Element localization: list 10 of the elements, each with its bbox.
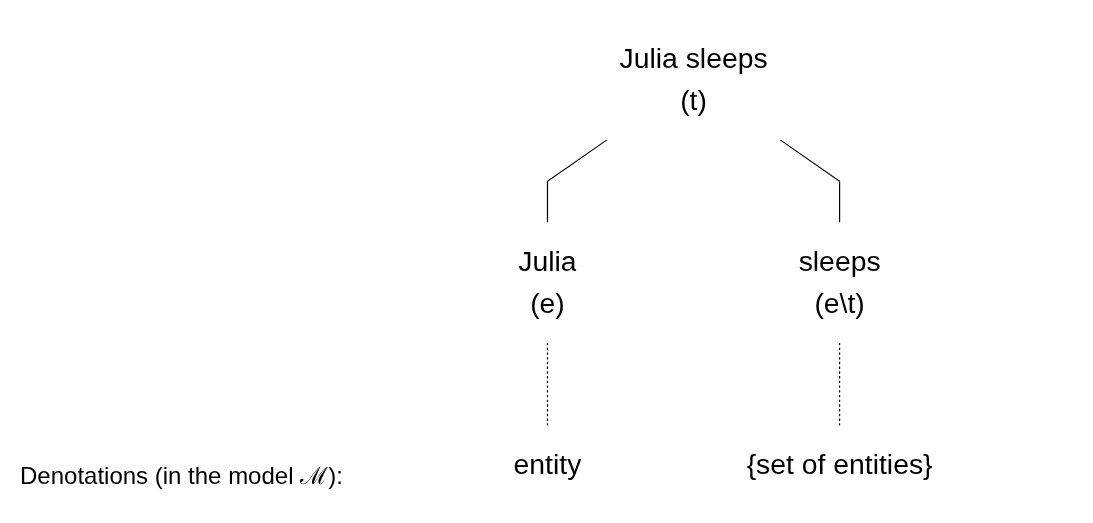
node-text: entity — [513, 448, 582, 480]
connector — [546, 139, 608, 224]
node-text: Julia sleeps (t) — [619, 41, 768, 117]
connector — [779, 139, 841, 224]
note-text: Denotations (in the model ℳ): — [20, 461, 343, 491]
node-text: Julia (e) — [518, 244, 577, 320]
node-text: sleeps (e\t) — [798, 244, 881, 320]
node-text: {set of entities} — [746, 448, 933, 480]
connector — [838, 342, 841, 427]
connector — [546, 342, 548, 427]
